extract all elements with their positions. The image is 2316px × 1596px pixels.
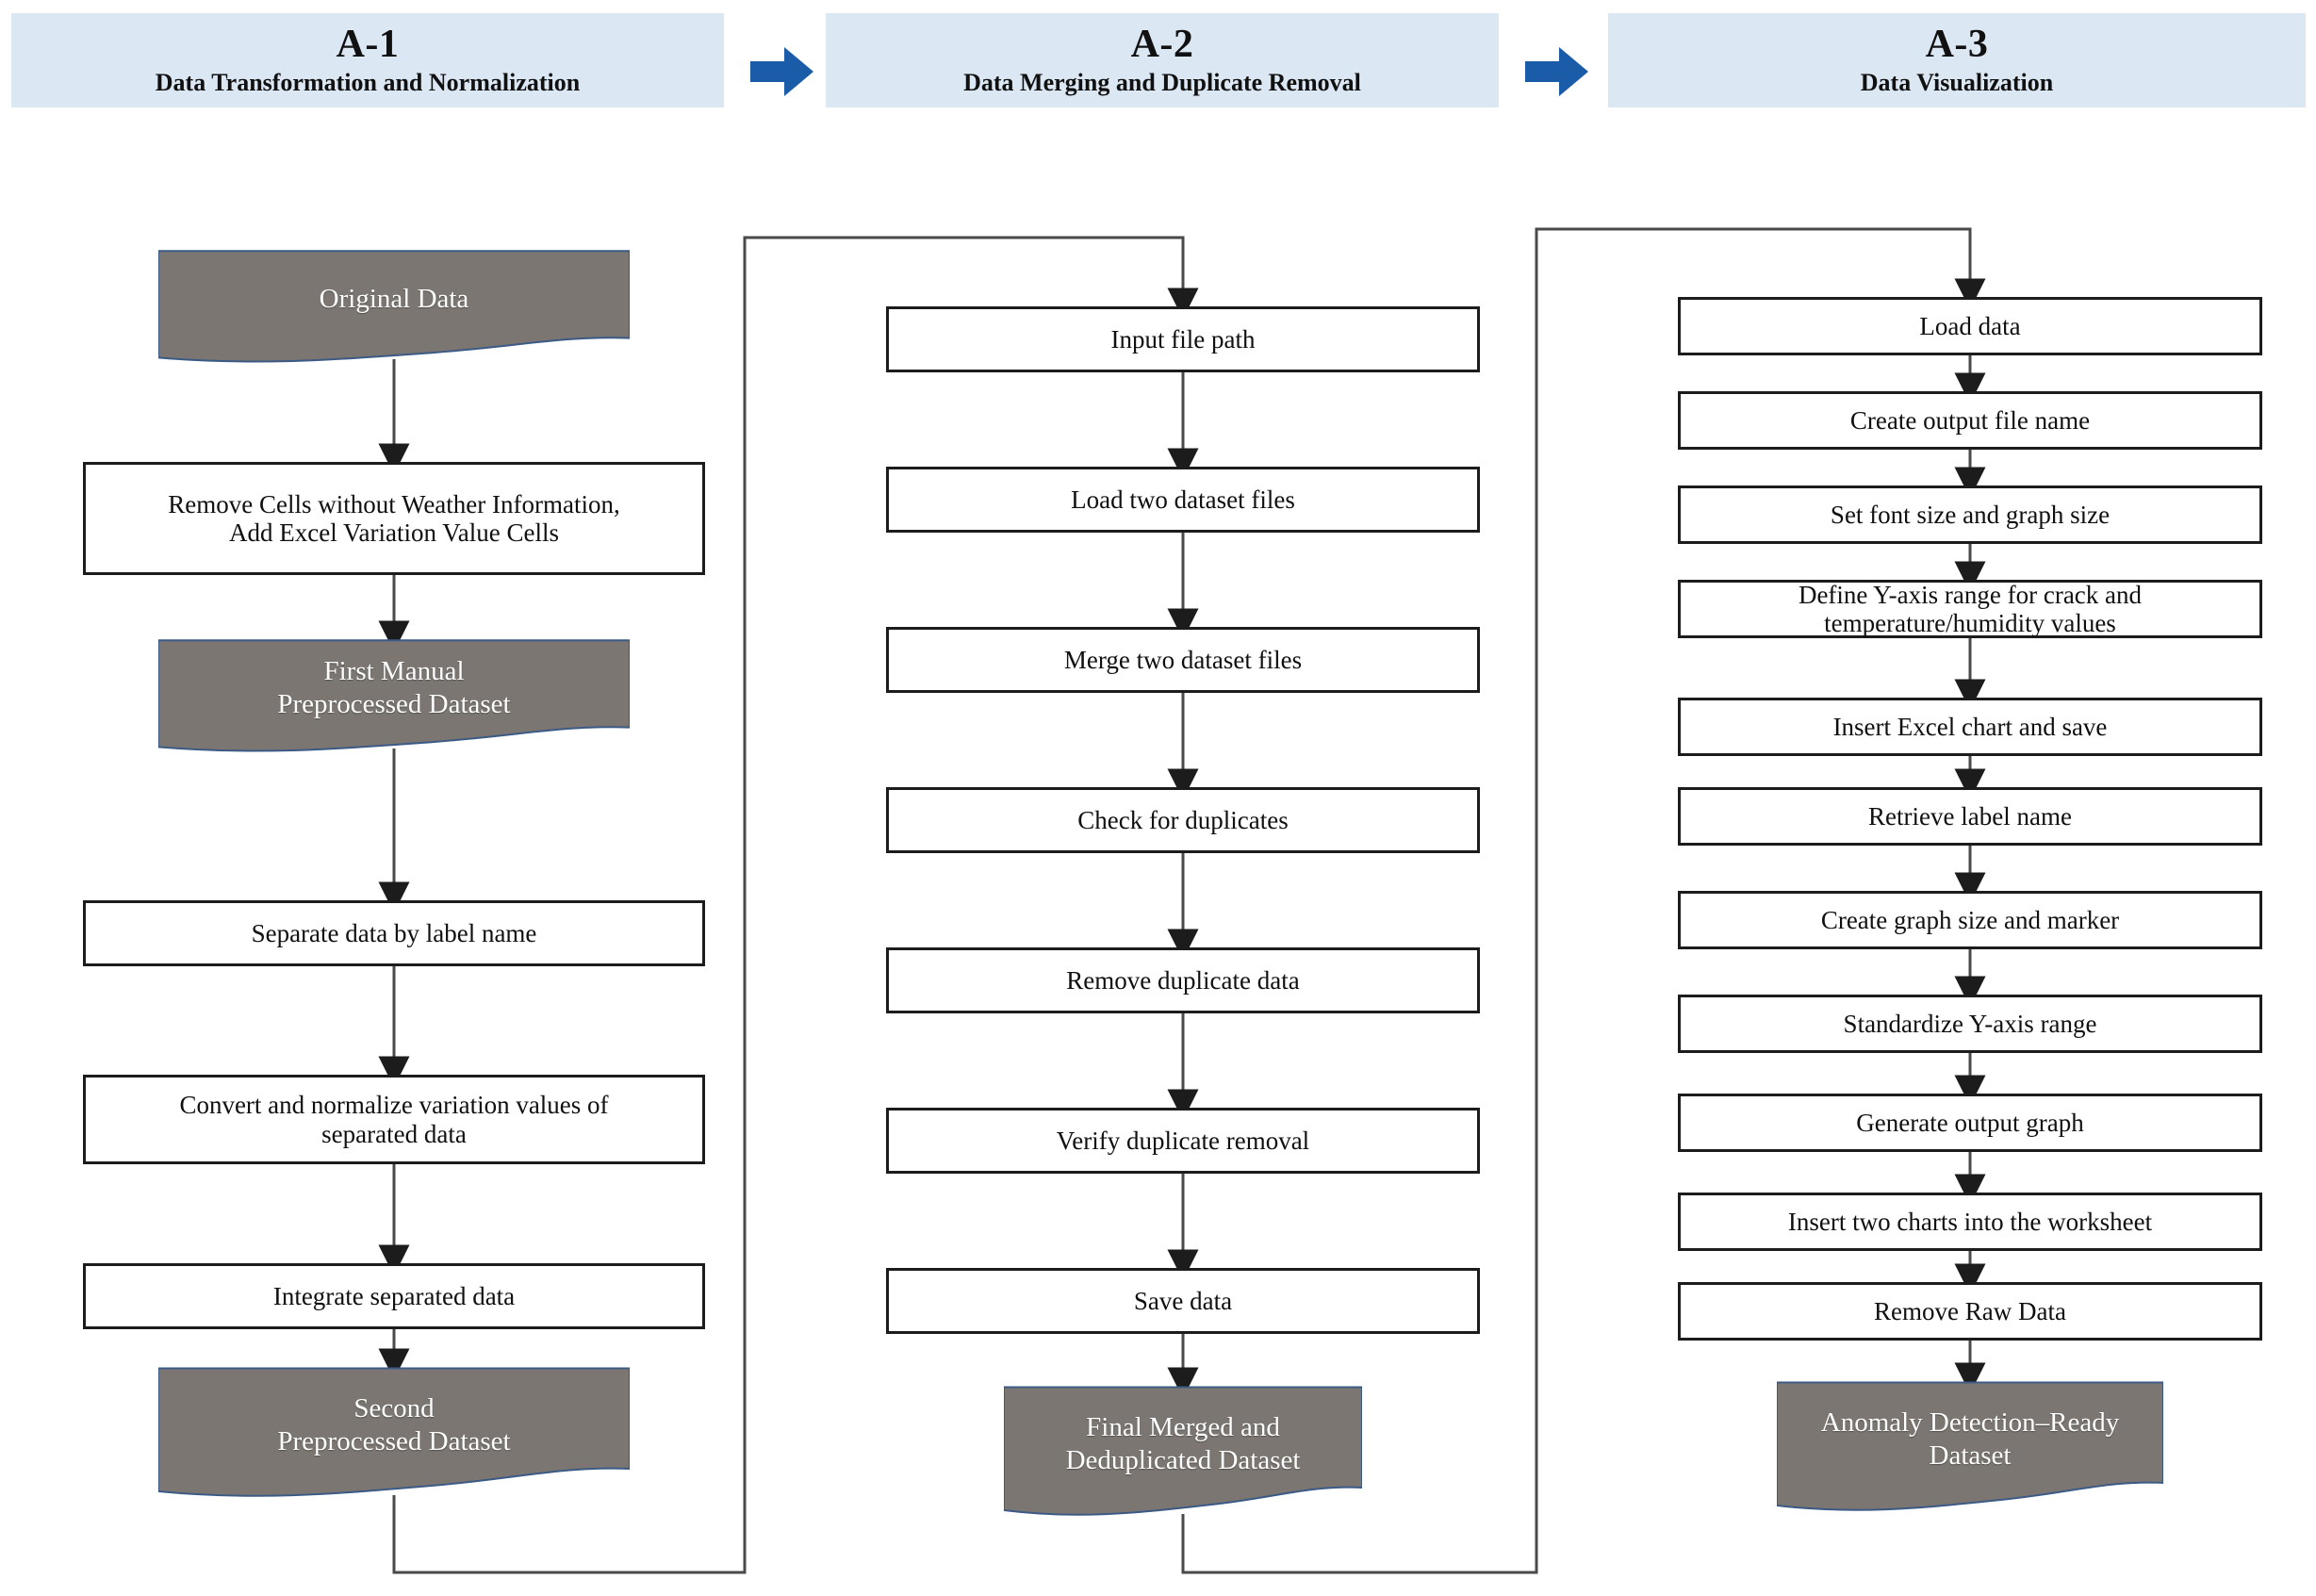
process-node-load-data: Load data <box>1678 297 2262 355</box>
process-node-merge-two-dataset-files: Merge two dataset files <box>886 627 1480 693</box>
process-node-save-data: Save data <box>886 1268 1480 1334</box>
process-node-create-graph-size-and-marker: Create graph size and marker <box>1678 891 2262 949</box>
node-label: Retrieve label name <box>1868 801 2072 831</box>
process-node-integrate-separated-data: Integrate separated data <box>83 1263 705 1329</box>
stage-subtitle-a2: Data Merging and Duplicate Removal <box>963 69 1361 97</box>
arrow-a1-to-a2-icon <box>750 47 813 96</box>
node-label: Input file path <box>1110 324 1256 354</box>
process-node-set-font-size-and-graph-size: Set font size and graph size <box>1678 485 2262 544</box>
process-node-verify-duplicate-removal: Verify duplicate removal <box>886 1108 1480 1174</box>
document-shape-icon <box>1777 1381 2163 1522</box>
process-node-standardize-y-axis-range: Standardize Y-axis range <box>1678 995 2262 1053</box>
process-node-load-two-dataset-files: Load two dataset files <box>886 467 1480 533</box>
node-label: Load two dataset files <box>1071 485 1295 514</box>
process-node-create-output-file-name: Create output file name <box>1678 391 2262 450</box>
node-label: Original Data <box>319 283 469 314</box>
node-label: Load data <box>1919 311 2021 340</box>
node-label: Create output file name <box>1849 405 2091 435</box>
process-node-insert-excel-chart-and-save: Insert Excel chart and save <box>1678 698 2262 756</box>
process-node-insert-two-charts-into-the-worksheet: Insert two charts into the worksheet <box>1678 1193 2262 1251</box>
stage-header-a2: A-2 Data Merging and Duplicate Removal <box>826 13 1499 107</box>
process-node-check-for-duplicates: Check for duplicates <box>886 787 1480 853</box>
node-label: Convert and normalize variation values o… <box>179 1091 609 1148</box>
stage-code-a3: A-3 <box>1925 23 1989 67</box>
data-node-original-data: Original Data <box>158 250 630 372</box>
process-node-remove-duplicate-data: Remove duplicate data <box>886 947 1480 1013</box>
node-label: Integrate separated data <box>272 1281 516 1310</box>
stage-header-a3: A-3 Data Visualization <box>1608 13 2306 107</box>
process-node-retrieve-label-name: Retrieve label name <box>1678 787 2262 846</box>
node-label: Check for duplicates <box>1077 805 1289 834</box>
stage-subtitle-a1: Data Transformation and Normalization <box>155 69 581 97</box>
node-label: Set font size and graph size <box>1830 500 2111 529</box>
process-node-remove-raw-data: Remove Raw Data <box>1678 1282 2262 1341</box>
stage-code-a1: A-1 <box>336 23 400 67</box>
node-label: Remove Raw Data <box>1874 1296 2066 1325</box>
stage-code-a2: A-2 <box>1130 23 1194 67</box>
process-node-generate-output-graph: Generate output graph <box>1678 1094 2262 1152</box>
node-label: Merge two dataset files <box>1063 645 1303 674</box>
node-label: Save data <box>1133 1286 1233 1315</box>
node-label: Insert two charts into the worksheet <box>1787 1207 2153 1236</box>
node-label: Standardize Y-axis range <box>1843 1009 2097 1038</box>
node-label: Create graph size and marker <box>1820 905 2120 934</box>
process-node-input-file-path: Input file path <box>886 306 1480 372</box>
node-label: Remove duplicate data <box>1066 965 1300 995</box>
node-label: Separate data by label name <box>251 918 537 947</box>
node-label: Remove Cells without Weather Information… <box>168 489 620 547</box>
node-label: Verify duplicate removal <box>1056 1126 1310 1155</box>
process-node-remove-cells-without-weather-information-add-exc: Remove Cells without Weather Information… <box>83 462 705 575</box>
stage-subtitle-a3: Data Visualization <box>1860 69 2054 97</box>
node-label: Generate output graph <box>1856 1108 2084 1137</box>
document-shape-icon <box>1004 1386 1362 1527</box>
arrow-a2-to-a3-icon <box>1525 47 1588 96</box>
process-node-separate-data-by-label-name: Separate data by label name <box>83 900 705 966</box>
node-label: Insert Excel chart and save <box>1832 712 2108 741</box>
document-shape-icon <box>158 1367 630 1508</box>
document-shape-icon <box>158 639 630 762</box>
stage-header-a1: A-1 Data Transformation and Normalizatio… <box>11 13 724 107</box>
process-node-convert-and-normalize-variation-values-of-separa: Convert and normalize variation values o… <box>83 1075 705 1164</box>
document-shape-icon <box>158 250 630 372</box>
